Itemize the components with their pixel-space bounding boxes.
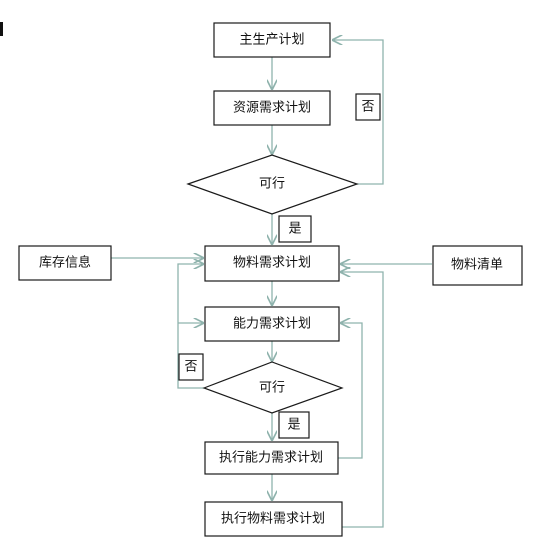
connector-exec-mrp-feedback: [341, 272, 384, 528]
node-inventory: 库存信息: [18, 245, 112, 281]
connector-no-loop-to-mrp: [177, 264, 204, 389]
decision-feasible-2: 可行: [202, 361, 344, 414]
node-exec-mrp-label: 执行物料需求计划: [221, 512, 325, 527]
node-crp-label: 能力需求计划: [233, 317, 311, 332]
node-resource-plan-label: 资源需求计划: [233, 101, 311, 116]
node-inventory-label: 库存信息: [39, 255, 91, 271]
node-mrp: 物料需求计划: [204, 245, 340, 282]
decision-feasible-1: 可行: [186, 154, 359, 215]
node-exec-mrp-box: [204, 501, 343, 537]
label-yes-2: 是: [278, 411, 310, 439]
node-master-plan-label: 主生产计划: [239, 33, 304, 48]
label-no-1: 否: [355, 93, 381, 121]
node-resource-plan-box: [213, 90, 331, 126]
label-no-2-text: 否: [184, 360, 197, 375]
node-crp: 能力需求计划: [204, 306, 340, 342]
decision-feasible-2-diamond: [202, 361, 344, 414]
node-bom-label: 物料清单: [451, 258, 503, 273]
decision-feasible-1-diamond: [186, 154, 359, 215]
connector-exec-crp-feedback: [338, 323, 363, 459]
label-yes-1-box: [278, 215, 312, 243]
label-yes-2-text: 是: [287, 418, 300, 433]
connector-no-loop-to-master: [333, 40, 384, 185]
label-yes-2-box: [278, 411, 310, 439]
label-no-2-box: [178, 353, 204, 381]
node-bom-box: [432, 245, 523, 286]
node-exec-crp-label: 执行能力需求计划: [219, 451, 323, 466]
node-exec-crp: 执行能力需求计划: [204, 441, 339, 475]
node-bom: 物料清单: [432, 245, 523, 286]
node-exec-mrp: 执行物料需求计划: [204, 501, 343, 537]
decision-feasible-1-label: 可行: [259, 177, 285, 192]
corner-mark: [0, 22, 3, 36]
label-yes-1: 是: [278, 215, 312, 243]
node-master-plan-box: [213, 22, 331, 58]
label-no-2: 否: [178, 353, 204, 381]
label-no-1-box: [355, 93, 381, 121]
node-master-plan: 主生产计划: [213, 22, 331, 58]
node-mrp-box: [204, 245, 340, 282]
node-resource-plan: 资源需求计划: [213, 90, 331, 126]
label-yes-1-text: 是: [288, 222, 301, 237]
node-exec-crp-box: [204, 441, 339, 475]
label-no-1-text: 否: [361, 100, 374, 115]
decision-feasible-2-label: 可行: [259, 381, 285, 396]
node-inventory-box: [18, 245, 112, 281]
node-crp-box: [204, 306, 340, 342]
connectors: [111, 40, 432, 528]
node-mrp-label: 物料需求计划: [233, 256, 311, 271]
